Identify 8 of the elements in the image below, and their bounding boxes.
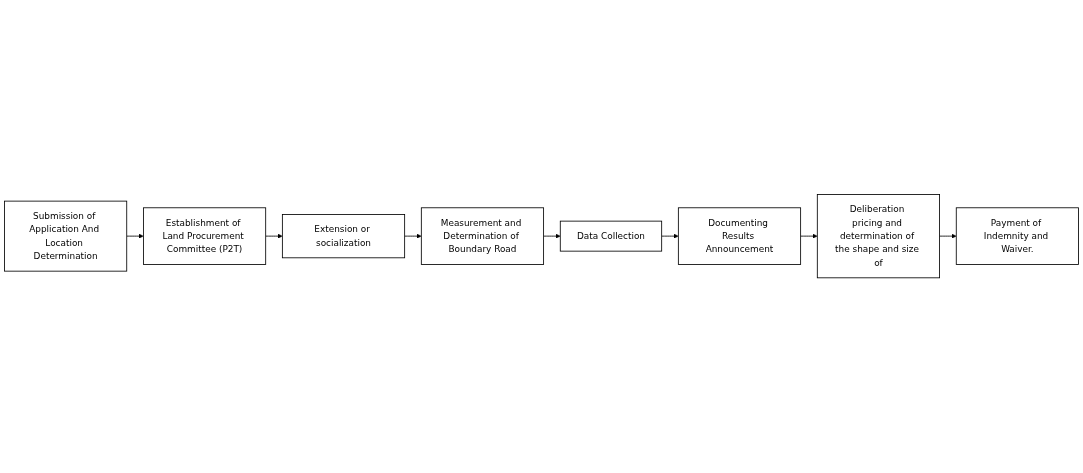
node-box: Deliberation pricing and determination of the shape and size of bbox=[816, 194, 940, 279]
node-box: Establishment of Land Procurement Committee (P2T) bbox=[143, 207, 267, 266]
node-box: Data Collection bbox=[559, 221, 663, 252]
node-box: Payment of Indemnity and Waiver. bbox=[955, 207, 1079, 266]
node-box: Documenting Results Announcement bbox=[677, 207, 802, 266]
node-box: Extension or socialization bbox=[281, 214, 406, 259]
node-box: Submission of Application And Location Determination bbox=[4, 201, 128, 272]
node-box: Measurement and Determination of Boundary Road bbox=[420, 207, 544, 266]
